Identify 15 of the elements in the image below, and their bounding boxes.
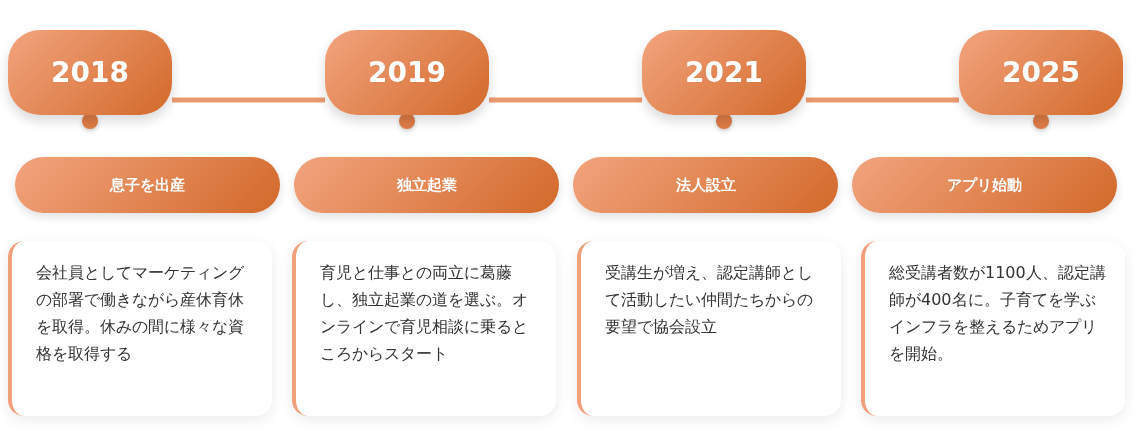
title-pill: 息子を出産: [15, 157, 280, 213]
description-card: 総受講者数が1100人、認定講師が400名に。子育てを学ぶインフラを整えるためアプリを開始。: [861, 241, 1125, 416]
description-card: 育児と仕事との両立に葛藤し、独立起業の道を選ぶ。オンラインで育児相談に乗るところからスタート: [292, 241, 556, 416]
description-card: 受講生が増え、認定講師として活動したい仲間たちからの要望で協会設立: [577, 241, 841, 416]
timeline-line: [489, 97, 642, 103]
year-pill: 2021: [642, 30, 806, 115]
title-pill: 独立起業: [294, 157, 559, 213]
year-pill: 2025: [959, 30, 1123, 115]
timeline-line: [172, 97, 325, 103]
year-pill: 2018: [8, 30, 172, 115]
timeline-line: [806, 97, 959, 103]
year-pill: 2019: [325, 30, 489, 115]
description-card: 会社員としてマーケティングの部署で働きながら産休育休を取得。休みの間に様々な資格を取得する: [8, 241, 272, 416]
title-pill: アプリ始動: [852, 157, 1117, 213]
title-pill: 法人設立: [573, 157, 838, 213]
